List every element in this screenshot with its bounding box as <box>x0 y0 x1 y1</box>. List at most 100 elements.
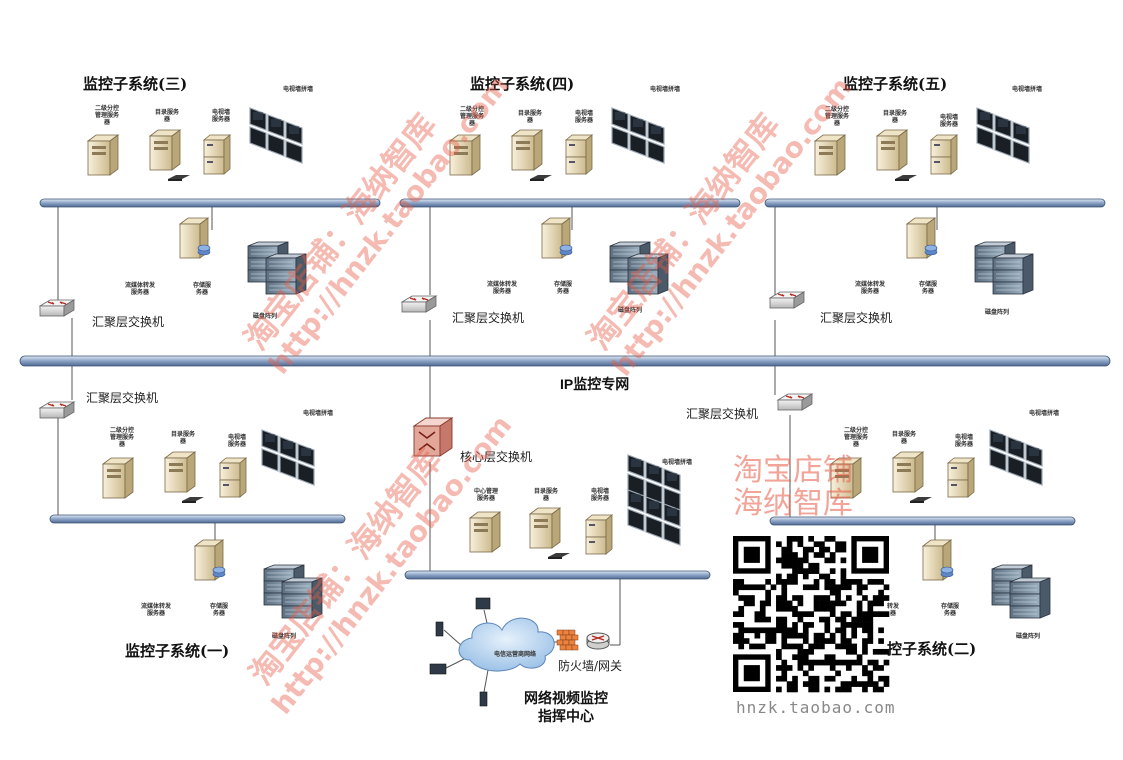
qr-module <box>878 600 884 607</box>
s3-srv2-icon <box>149 129 181 171</box>
qr-module <box>819 541 825 548</box>
qr-module <box>824 584 831 591</box>
qr-module <box>867 627 874 634</box>
qr-module <box>813 643 820 650</box>
qr-module <box>862 611 868 617</box>
switch-label-s5: 汇聚层交换机 <box>820 311 893 325</box>
s5-video-wall-icon <box>976 107 1030 164</box>
s4-switch-icon <box>401 295 437 313</box>
qr-module <box>840 632 847 639</box>
subsystem-1-title: 监控子系统(一) <box>125 642 230 660</box>
s3-srv1-icon <box>87 134 119 176</box>
qr-module <box>829 568 836 574</box>
qr-module <box>829 654 836 661</box>
qr-module <box>776 627 782 634</box>
s1-keyboard-icon <box>182 497 204 503</box>
switch-label-s3: 汇聚层交换机 <box>92 315 165 329</box>
qr-module <box>738 579 745 585</box>
qr-module <box>867 681 874 687</box>
qr-module <box>781 665 788 671</box>
qr-module <box>872 648 879 655</box>
qr-module <box>883 595 890 601</box>
subsystem-1-bus <box>49 514 346 524</box>
qr-module <box>797 600 804 607</box>
qr-module <box>797 665 804 671</box>
device-icons <box>39 107 1051 707</box>
qr-module <box>792 622 798 628</box>
qr-module <box>872 600 879 607</box>
subsystem-2-bus <box>769 516 1076 526</box>
qr-module <box>845 622 852 628</box>
qr-module <box>754 643 761 650</box>
qr-module <box>829 659 836 666</box>
s4-srv2-label: 目录服务 器 <box>517 110 542 124</box>
qr-module <box>754 584 761 591</box>
qr-module <box>835 600 841 607</box>
qr-module <box>824 536 831 542</box>
qr-module <box>759 643 766 650</box>
s2-keyboard-icon <box>910 497 932 503</box>
qr-module <box>781 546 788 553</box>
qr-finder-pattern <box>743 665 760 682</box>
qr-module <box>765 627 771 634</box>
qr-module <box>867 611 874 617</box>
qr-module <box>733 632 739 639</box>
qr-module <box>813 584 820 591</box>
qr-module <box>797 643 804 650</box>
qr-module <box>749 600 755 607</box>
s5-srv3-label: 电视墙 服务器 <box>939 114 958 128</box>
s5-storage-label: 存储服 务器 <box>918 281 937 295</box>
qr-module <box>754 616 761 623</box>
qr-module <box>819 616 825 623</box>
qr-module <box>733 584 739 591</box>
qr-module <box>776 600 782 607</box>
qr-module <box>829 611 836 617</box>
qr-module <box>824 557 831 564</box>
core-srv2-icon <box>529 507 561 549</box>
qr-module <box>786 600 793 607</box>
subsystem-5-title: 监控子系统(五) <box>843 75 948 93</box>
qr-module <box>797 659 804 666</box>
qr-module <box>840 686 847 693</box>
qr-finder-pattern <box>743 546 760 563</box>
core-switch-icon <box>413 417 453 457</box>
s5-srv2-icon <box>876 129 908 171</box>
qr-watermark-line2: 海纳智库 <box>733 486 853 521</box>
qr-module <box>840 579 847 585</box>
qr-module <box>829 589 836 596</box>
qr-module <box>856 579 863 585</box>
ip-network-label: IP监控专网 <box>560 376 630 392</box>
s2-media-label: 转发 器 <box>886 603 899 617</box>
qr-module <box>749 627 755 634</box>
qr-module <box>792 536 798 542</box>
qr-module <box>759 584 766 591</box>
qr-module <box>776 605 782 612</box>
qr-module <box>765 595 771 601</box>
qr-module <box>872 665 879 671</box>
qr-module <box>776 595 782 601</box>
client-handheld-icon <box>479 691 488 707</box>
qr-module <box>808 686 814 693</box>
qr-module <box>792 579 798 585</box>
qr-module <box>743 584 750 591</box>
qr-module <box>797 632 804 639</box>
qr-module <box>813 686 820 693</box>
qr-module <box>845 584 852 591</box>
qr-module <box>733 622 739 628</box>
command-center-title: 网络视频监控 指挥中心 <box>496 690 636 726</box>
qr-module <box>856 589 863 596</box>
s2-disk-array-back-icon <box>1009 577 1051 619</box>
qr-module <box>781 675 788 682</box>
qr-module <box>813 568 820 574</box>
qr-module <box>743 600 750 607</box>
qr-module <box>856 616 863 623</box>
qr-module <box>872 611 879 617</box>
qr-module <box>743 595 750 601</box>
qr-module <box>840 541 847 548</box>
qr-module <box>781 616 788 623</box>
qr-module <box>813 579 820 585</box>
qr-module <box>797 541 804 548</box>
qr-module <box>872 681 879 687</box>
qr-module <box>765 589 771 596</box>
qr-module <box>781 600 788 607</box>
